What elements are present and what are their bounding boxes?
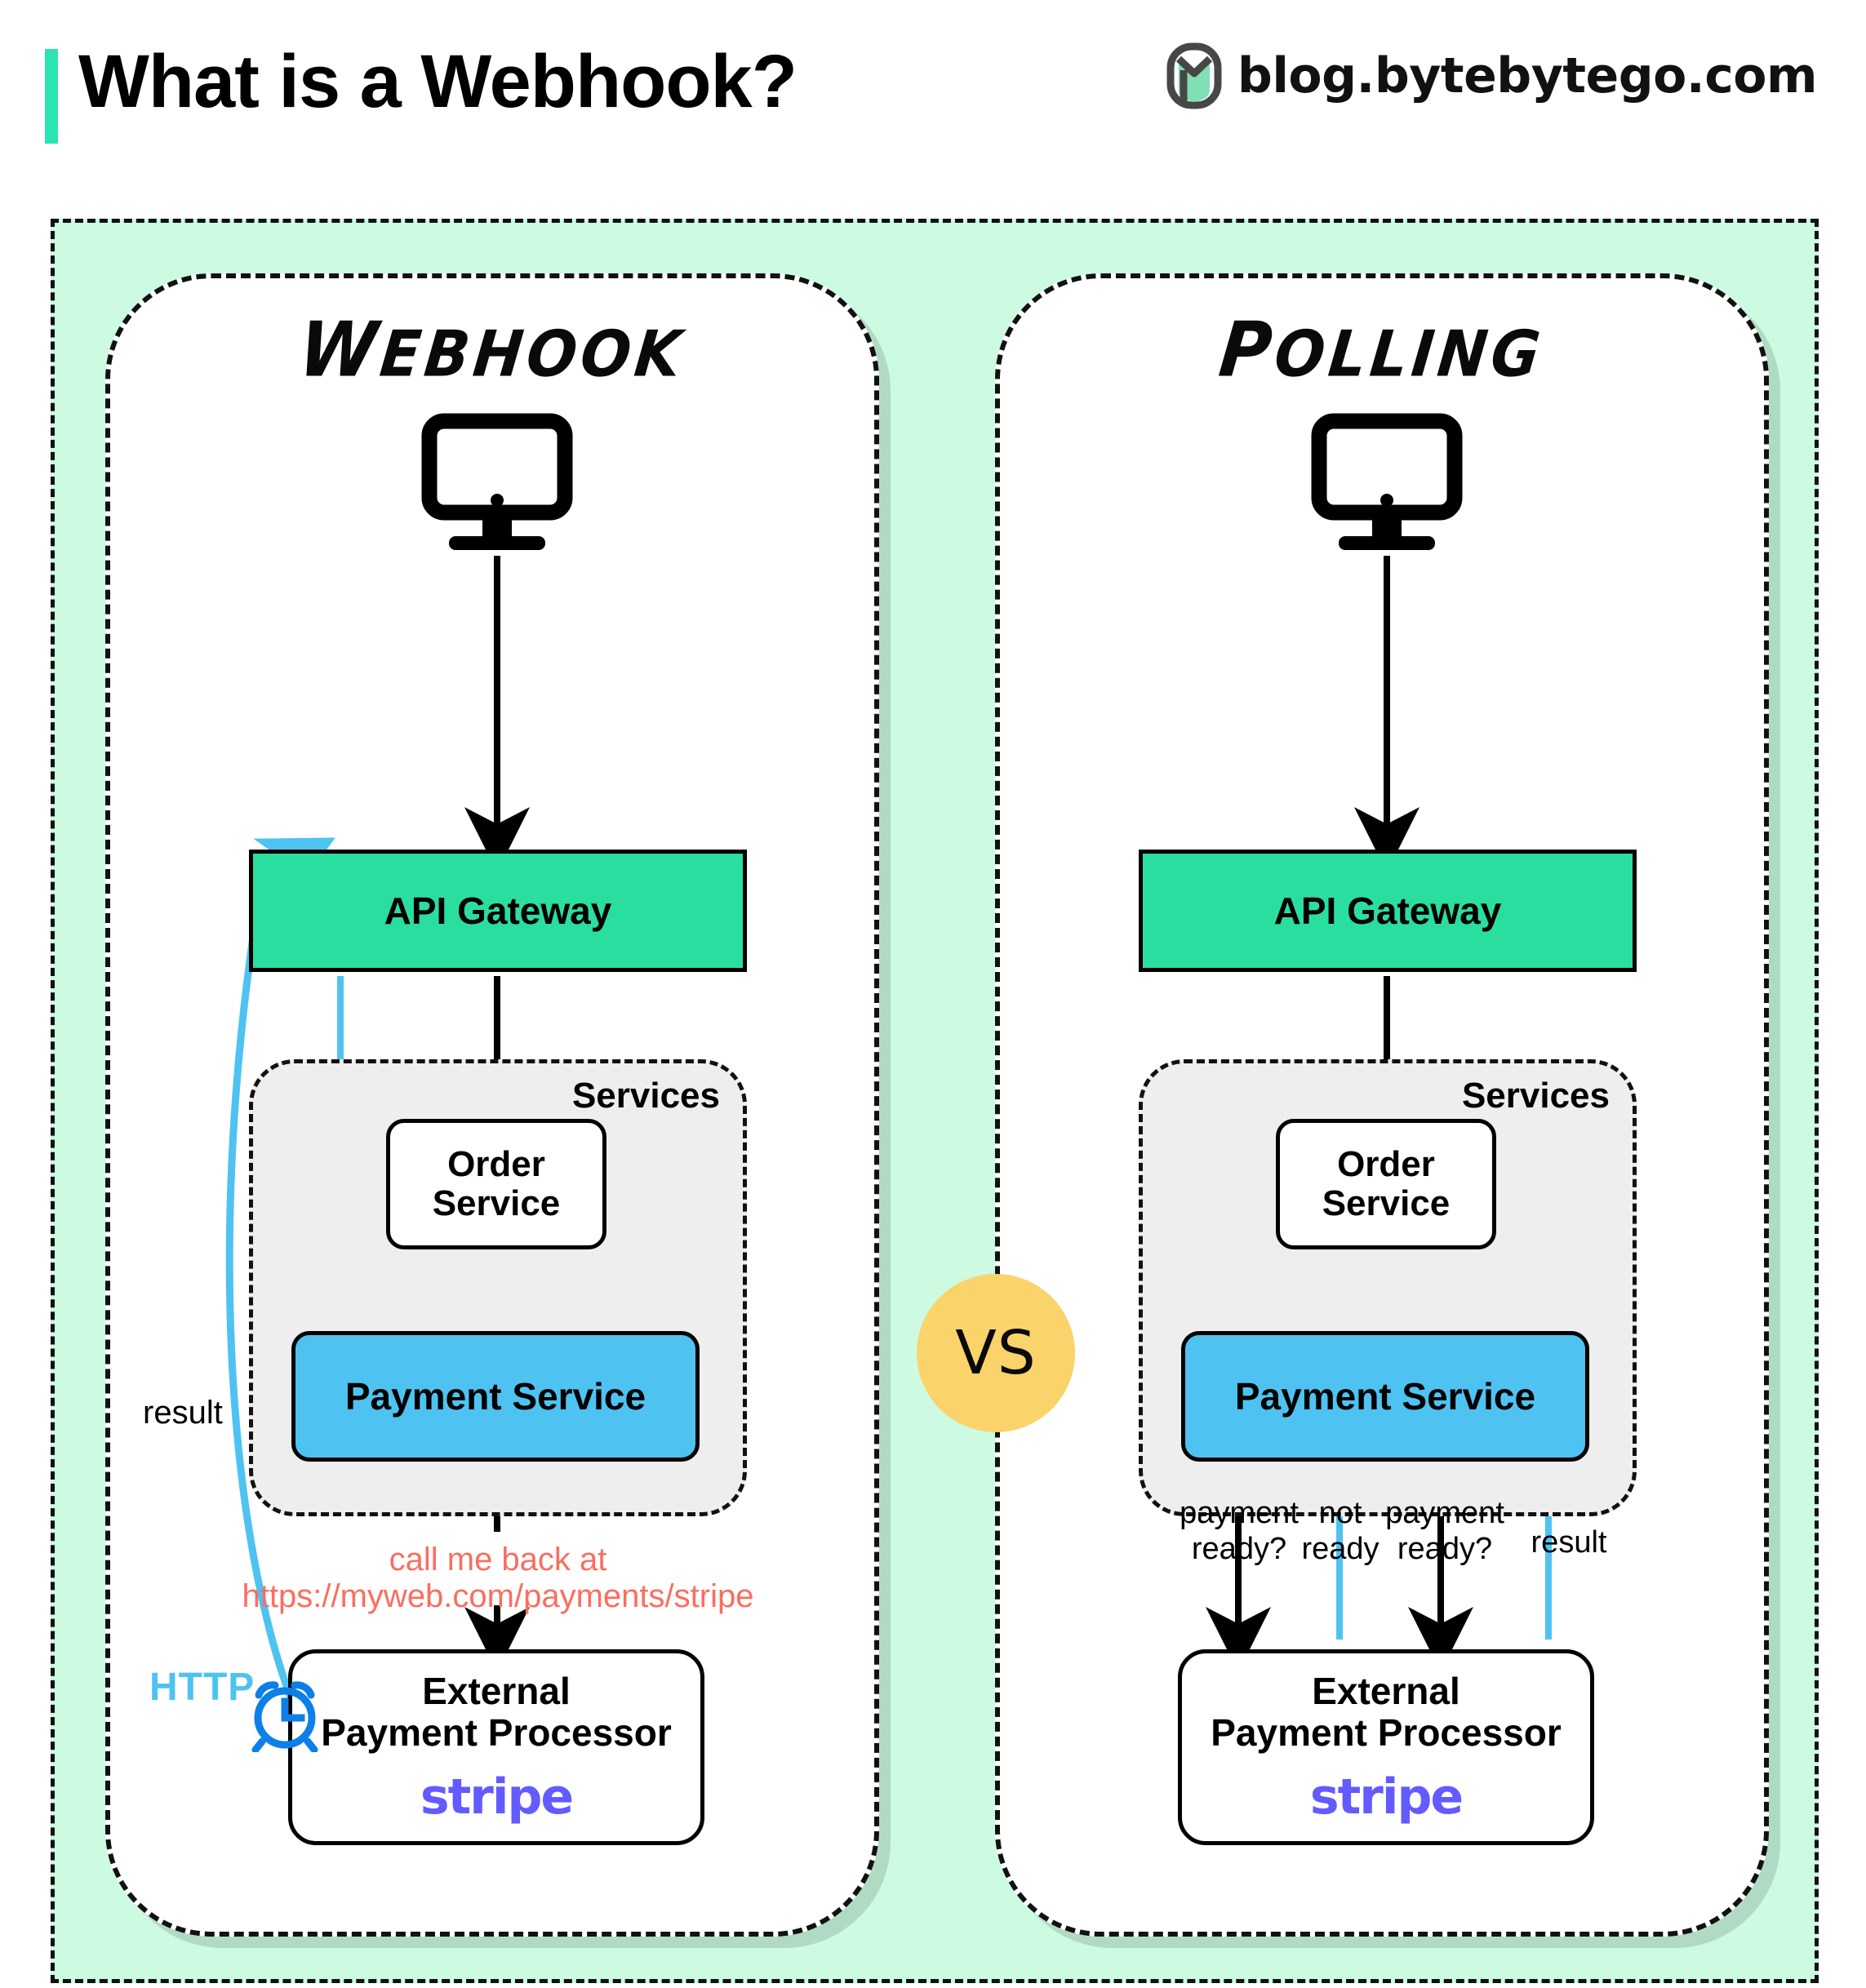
label-result-webhook: result: [143, 1395, 223, 1431]
stripe-logo: stripe: [420, 1768, 574, 1826]
vs-badge: VS: [917, 1274, 1075, 1432]
brand-label: blog.bytebytego.com: [1237, 47, 1818, 104]
node-external-payment-processor[interactable]: External Payment Processor stripe: [288, 1649, 704, 1845]
label-poll-request-1: payment ready?: [1180, 1496, 1299, 1566]
services-label: Services: [571, 1076, 720, 1116]
stripe-logo: stripe: [1309, 1768, 1464, 1826]
comparison-container: WEBHOOK: [51, 219, 1819, 1983]
panel-polling: POLLING: [995, 273, 1769, 1937]
node-payment-service[interactable]: Payment Service: [291, 1331, 700, 1462]
processor-label: External Payment Processor: [1211, 1670, 1562, 1754]
services-label: Services: [1461, 1076, 1610, 1116]
label-poll-response-result: result: [1531, 1525, 1607, 1560]
node-order-service[interactable]: Order Service: [386, 1119, 606, 1249]
node-order-service[interactable]: Order Service: [1276, 1119, 1496, 1249]
desktop-monitor-icon: [421, 413, 573, 550]
label-http: HTTP: [149, 1666, 255, 1709]
panel-webhook: WEBHOOK: [105, 273, 879, 1937]
processor-label: External Payment Processor: [321, 1670, 672, 1754]
label-callback-url: call me back at https://myweb.com/paymen…: [242, 1542, 754, 1614]
node-payment-service[interactable]: Payment Service: [1181, 1331, 1589, 1462]
label-poll-request-2: payment ready?: [1385, 1496, 1504, 1566]
bytebytego-logo-icon: [1166, 42, 1222, 109]
label-poll-response-not-ready: not ready: [1301, 1496, 1380, 1566]
page-title: What is a Webhook?: [78, 40, 797, 123]
brand: blog.bytebytego.com: [1166, 42, 1818, 109]
node-external-payment-processor[interactable]: External Payment Processor stripe: [1178, 1649, 1594, 1845]
node-api-gateway[interactable]: API Gateway: [1139, 850, 1637, 972]
node-api-gateway[interactable]: API Gateway: [249, 850, 747, 972]
desktop-monitor-icon: [1311, 413, 1463, 550]
alarm-clock-icon: [251, 1681, 318, 1752]
title-accent-bar: [45, 49, 58, 144]
